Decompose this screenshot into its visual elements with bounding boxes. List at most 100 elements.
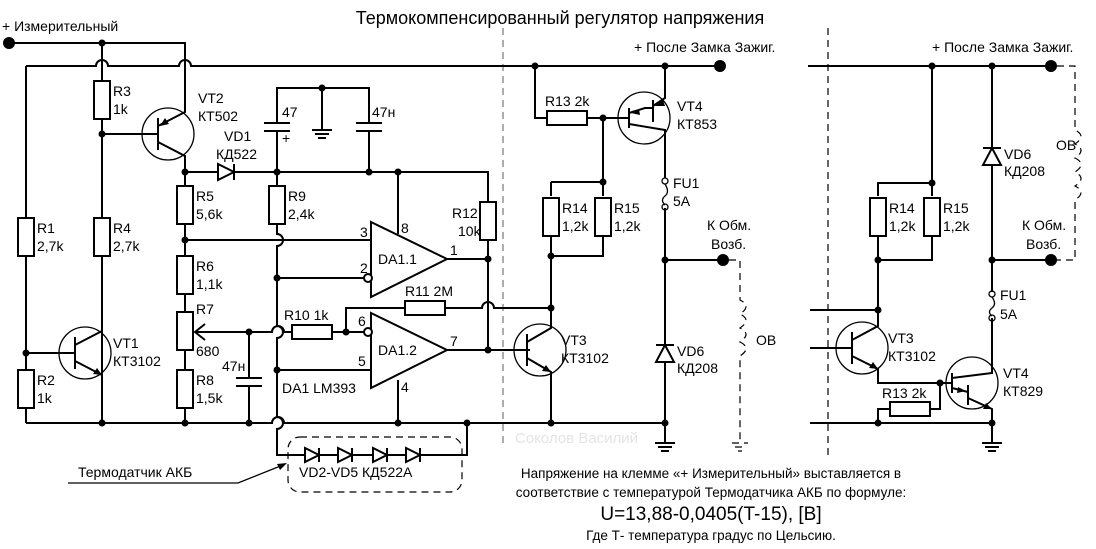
da1-1-pin1: 1 [450, 242, 458, 258]
callout-leader [68, 464, 284, 484]
r4-ref: R4 [113, 220, 131, 236]
resistor-r9 [268, 185, 286, 225]
fuse-fu1-a: FU1 5A [661, 175, 700, 211]
r2-value: 1k [37, 390, 53, 406]
r6-ref: R6 [196, 258, 214, 274]
ground-icon [982, 423, 1002, 452]
field-winding-terminal-b[interactable] [1045, 254, 1057, 266]
field-terminal-b-line2: Возб. [1026, 236, 1061, 252]
winding-b-label: ОВ [1056, 137, 1076, 153]
r15-b-ref: R15 [943, 200, 969, 216]
r6-value: 1,1k [196, 276, 223, 292]
transistor-vt1: VT1 КТ3102 [26, 326, 161, 380]
resistor-r3 [93, 80, 111, 120]
da1-1-pin3: 3 [360, 224, 368, 240]
r10-label: R10 1k [284, 307, 329, 323]
r14-a-value: 1,2k [562, 218, 589, 234]
sensor-callout-label: Термодатчик АКБ [78, 464, 192, 480]
vd6-a-ref: VD6 [677, 343, 704, 359]
resistor-r12 [479, 201, 497, 241]
da1-2-pin4: 4 [401, 379, 409, 395]
vt3-a-ref: VT3 [561, 332, 587, 348]
field-terminal-b-line1: К Обм. [1022, 217, 1066, 233]
resistor-r8 [176, 369, 194, 409]
ignition-rail [26, 59, 720, 67]
fu1-b-value: 5A [1000, 306, 1018, 322]
resistor-r15-a [594, 197, 612, 237]
vd6-b-part: КД208 [1004, 163, 1045, 179]
resistor-r15-b [923, 197, 941, 237]
watermark: Соколов Василий [515, 430, 638, 447]
vt3-a-part: КТ3102 [561, 350, 609, 366]
winding-a-label: ОВ [756, 332, 776, 348]
da1-1-pin8: 8 [401, 220, 409, 236]
ignition-terminal-b-label: + После Замка Зажиг. [932, 39, 1073, 55]
capacitor-c3 [236, 377, 262, 387]
comparator-da1-1: DA1.1 3 2 8 1 [185, 172, 488, 299]
r13-b-label: R13 2k [882, 385, 927, 401]
r12-value: 10k [458, 223, 482, 239]
fu1-a-value: 5A [673, 193, 691, 209]
r2-ref: R2 [37, 372, 55, 388]
resistor-r14-a [542, 197, 560, 237]
sensor-label: VD2-VD5 КД522А [299, 464, 413, 480]
r15-a-value: 1,2k [614, 218, 641, 234]
fuse-fu1-b: FU1 5A [988, 287, 1027, 322]
ground-icon [655, 423, 675, 452]
c3-value: 47н [222, 358, 245, 374]
r15-b-value: 1,2k [943, 218, 970, 234]
r9-value: 2,4k [288, 206, 315, 222]
resistor-r13-a [546, 110, 588, 126]
vt4-a-part: КТ853 [677, 116, 717, 132]
resistor-r5 [176, 185, 194, 225]
field-winding-terminal-a[interactable] [717, 254, 729, 266]
resistor-r1 [17, 217, 35, 257]
r1-value: 2,7k [37, 238, 64, 254]
resistor-r14-b [869, 197, 887, 237]
vt1-ref: VT1 [113, 335, 139, 351]
vt3-b-ref: VT3 [888, 330, 914, 346]
r5-value: 5,6k [196, 206, 223, 222]
thermal-sensor-diodes [304, 446, 423, 464]
note-line-3: Где Т- температура градус по Цельсию. [586, 528, 836, 543]
resistor-r11 [404, 300, 446, 316]
c1-value: 47 [282, 104, 298, 120]
da1-chip-label: DA1 LM393 [282, 380, 356, 396]
callout-arrow-icon [277, 463, 287, 470]
r14-a-ref: R14 [562, 200, 588, 216]
da1-2-pin7: 7 [450, 333, 458, 349]
potentiometer-r7 [176, 311, 194, 351]
resistor-r10 [291, 324, 333, 340]
r8-ref: R8 [196, 372, 214, 388]
r7-ref: R7 [196, 301, 214, 317]
measuring-wire [9, 42, 186, 64]
r3-value: 1k [113, 101, 129, 117]
vt4-b-ref: VT4 [1003, 365, 1029, 381]
transistor-vt4-a: VT4 КТ853 [617, 66, 717, 172]
da1-2-label: DA1.2 [378, 342, 417, 358]
transistor-vt3-b: VT3 КТ3102 [835, 310, 940, 384]
r1-ref: R1 [37, 220, 55, 236]
vt4-b-part: КТ829 [1003, 383, 1043, 399]
formula: U=13,88-0,0405(T-15), [В] [600, 504, 821, 525]
fu1-a-ref: FU1 [673, 175, 700, 191]
schematic-title: Термокомпенсированный регулятор напряжен… [356, 8, 764, 28]
resistor-r6 [176, 255, 194, 295]
r4-value: 2,7k [113, 238, 140, 254]
transistor-vt2: VT2 КТ502 [102, 64, 238, 172]
r13-a-label: R13 2k [545, 93, 590, 109]
r12-ref: R12 [452, 205, 478, 221]
field-winding-a: ОВ [729, 259, 776, 452]
measuring-terminal-label: + Измерительный [2, 18, 118, 34]
c2-value: 47н [372, 104, 395, 120]
sensor-enclosure [287, 436, 463, 493]
da1-2-pin5: 5 [358, 353, 366, 369]
ignition-terminal-b[interactable] [1045, 60, 1057, 72]
capacitor-c2 [356, 122, 382, 132]
diode-vd6-b: VD6 КД208 [981, 145, 1045, 179]
vt4-a-ref: VT4 [677, 98, 703, 114]
ignition-terminal[interactable] [714, 60, 726, 72]
vd6-a-part: КД208 [677, 360, 718, 376]
fu1-b-ref: FU1 [1000, 287, 1027, 303]
diode-vd1: VD1 КД522 [216, 128, 257, 182]
